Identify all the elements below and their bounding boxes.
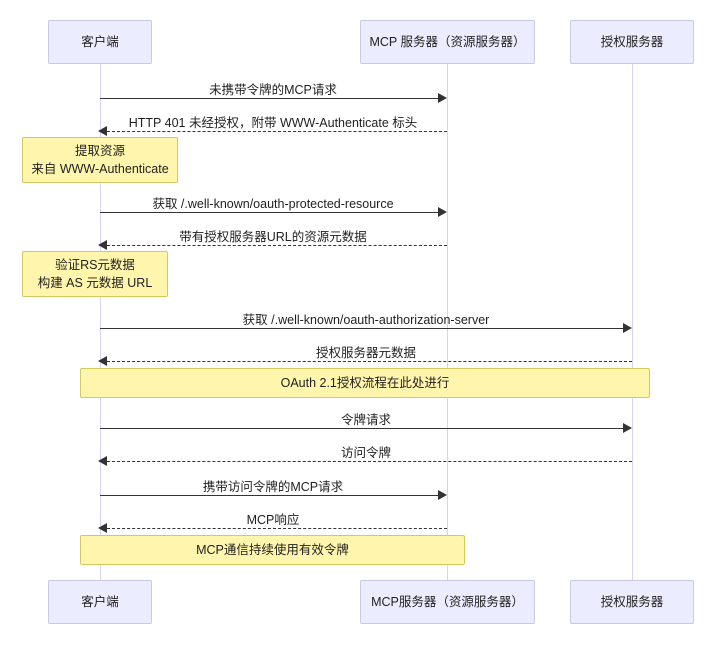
message-label-5: 获取 /.well-known/oauth-authorization-serv… — [242, 313, 490, 327]
note-extract-resource-line-1: 提取资源 — [74, 143, 125, 158]
message-label-3: 获取 /.well-known/oauth-protected-resource — [152, 197, 394, 211]
message-label-2: HTTP 401 未经授权，附带 WWW-Authenticate 标头 — [128, 116, 418, 130]
note-validate-rs-metadata-line-1: 验证RS元数据 — [55, 257, 135, 272]
participant-mcp-server-bottom[interactable]: MCP服务器（资源服务器） — [360, 580, 535, 624]
note-oauth-flow-line-1: OAuth 2.1授权流程在此处进行 — [280, 375, 450, 390]
note-oauth-flow: OAuth 2.1授权流程在此处进行 — [80, 368, 650, 398]
message-arrowhead-2 — [98, 126, 107, 136]
note-extract-resource-line-2: 来自 WWW-Authenticate — [31, 162, 169, 176]
message-label-9: 携带访问令牌的MCP请求 — [202, 480, 344, 494]
message-arrowhead-1 — [438, 93, 447, 103]
message-line-7 — [100, 428, 625, 429]
message-label-1: 未携带令牌的MCP请求 — [209, 83, 337, 97]
message-label-7: 令牌请求 — [340, 413, 392, 427]
message-line-3 — [100, 212, 440, 213]
message-label-6: 授权服务器元数据 — [315, 346, 417, 360]
lifeline-auth-server — [632, 64, 633, 582]
message-arrowhead-5 — [623, 323, 632, 333]
participant-client-bottom[interactable]: 客户端 — [48, 580, 152, 624]
note-validate-rs-metadata: 验证RS元数据 构建 AS 元数据 URL — [22, 251, 168, 297]
participant-mcp-server-bottom-label: MCP服务器（资源服务器） — [371, 594, 524, 609]
participant-client-top[interactable]: 客户端 — [48, 20, 152, 64]
message-arrowhead-7 — [623, 423, 632, 433]
note-ongoing-mcp-communication-line-1: MCP通信持续使用有效令牌 — [196, 542, 349, 557]
message-line-1 — [100, 98, 440, 99]
message-arrowhead-4 — [98, 240, 107, 250]
message-line-4 — [107, 245, 447, 246]
message-label-10: MCP响应 — [246, 513, 300, 527]
participant-auth-server-bottom-label: 授权服务器 — [600, 594, 664, 609]
note-validate-rs-metadata-line-2: 构建 AS 元数据 URL — [37, 276, 153, 290]
message-arrowhead-10 — [98, 523, 107, 533]
participant-client-top-label: 客户端 — [81, 34, 119, 49]
message-arrowhead-9 — [438, 490, 447, 500]
message-label-8: 访问令牌 — [340, 446, 392, 460]
message-arrowhead-3 — [438, 207, 447, 217]
message-arrowhead-8 — [98, 456, 107, 466]
message-line-8 — [107, 461, 632, 462]
participant-auth-server-bottom[interactable]: 授权服务器 — [570, 580, 694, 624]
note-extract-resource: 提取资源 来自 WWW-Authenticate — [22, 137, 178, 183]
message-line-6 — [107, 361, 632, 362]
participant-mcp-server-top[interactable]: MCP 服务器（资源服务器） — [360, 20, 535, 64]
participant-auth-server-top[interactable]: 授权服务器 — [570, 20, 694, 64]
participant-auth-server-top-label: 授权服务器 — [600, 34, 664, 49]
lifeline-client — [100, 64, 101, 582]
participant-mcp-server-top-label: MCP 服务器（资源服务器） — [369, 34, 526, 49]
message-label-4: 带有授权服务器URL的资源元数据 — [179, 230, 367, 244]
message-line-9 — [100, 495, 440, 496]
message-line-5 — [100, 328, 625, 329]
message-line-10 — [107, 528, 447, 529]
message-arrowhead-6 — [98, 356, 107, 366]
message-line-2 — [107, 131, 447, 132]
lifeline-mcp-server — [447, 64, 448, 582]
note-ongoing-mcp-communication: MCP通信持续使用有效令牌 — [80, 535, 465, 565]
participant-client-bottom-label: 客户端 — [81, 594, 119, 609]
